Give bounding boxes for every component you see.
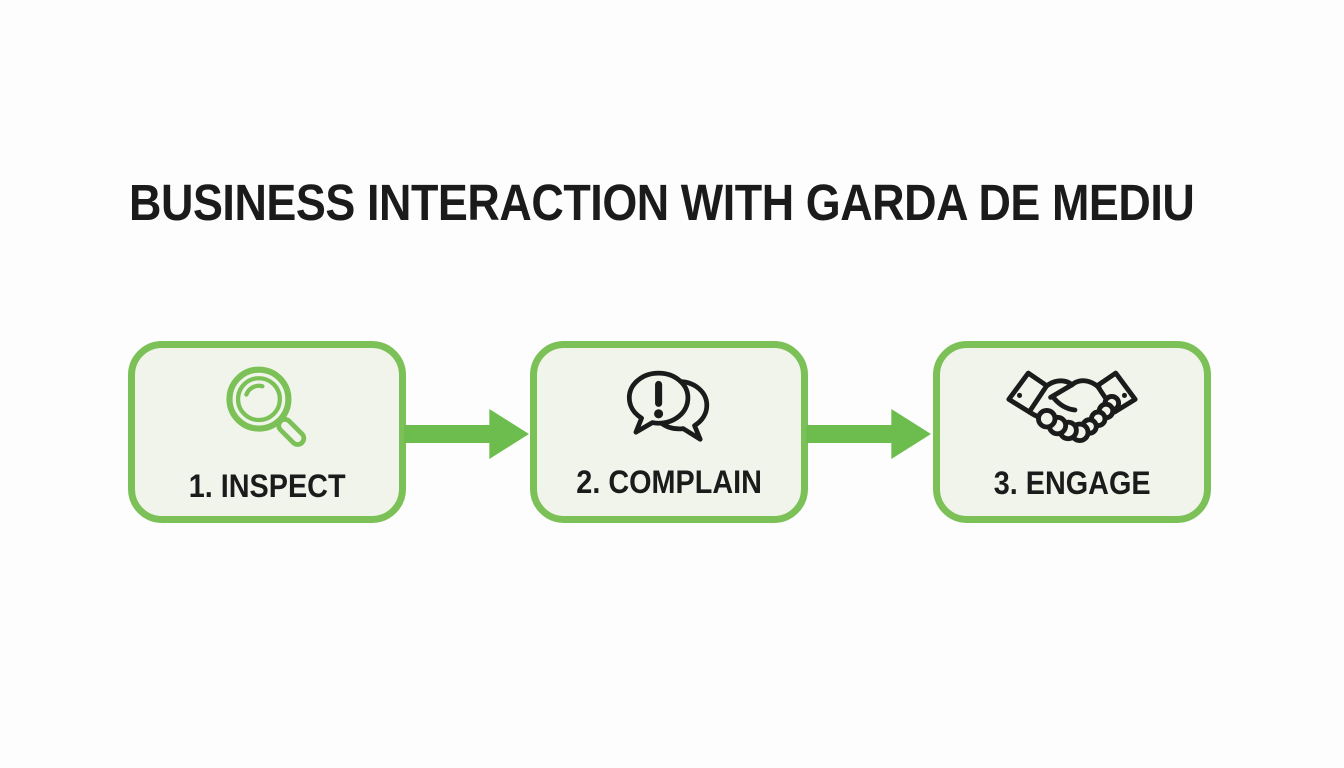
step-label-inspect: 1. INSPECT [188, 467, 346, 504]
arrow-right-icon [806, 404, 933, 464]
step-box-complain: 2. COMPLAIN [530, 341, 808, 523]
handshake-icon [1004, 365, 1140, 455]
speech-bubbles-exclamation-icon [617, 366, 721, 454]
step-box-engage: 3. ENGAGE [933, 341, 1211, 523]
step-box-inspect: 1. INSPECT [128, 341, 406, 523]
page-title: BUSINESS INTERACTION WITH GARDA DE MEDIU [129, 174, 1195, 231]
step-label-complain: 2. COMPLAIN [576, 464, 762, 500]
step-label-engage: 3. ENGAGE [993, 465, 1151, 501]
arrow-right-icon [404, 404, 531, 464]
magnifier-icon [220, 363, 315, 458]
